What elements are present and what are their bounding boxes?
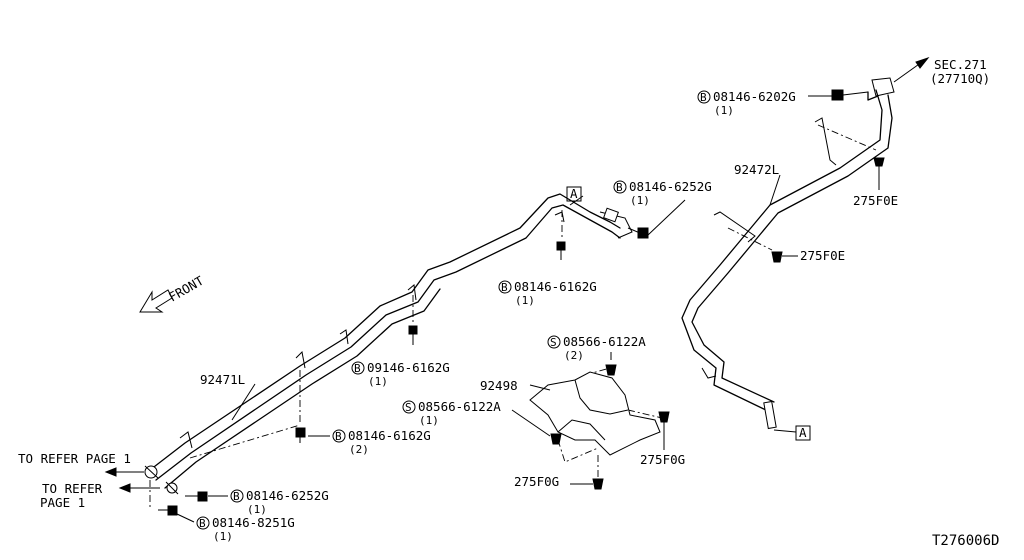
ref-arrows bbox=[104, 467, 160, 493]
center-lines bbox=[149, 124, 877, 510]
front-end-fittings bbox=[144, 465, 179, 495]
fastener-f9: B 08146-8251G (1) bbox=[196, 515, 295, 543]
clip-275f0g-right bbox=[658, 411, 670, 450]
svg-text:08146-6252G: 08146-6252G bbox=[246, 488, 329, 503]
bolt-08146-6252g-right bbox=[627, 199, 686, 239]
svg-text:(1): (1) bbox=[213, 530, 233, 543]
svg-text:(1): (1) bbox=[630, 194, 650, 207]
svg-text:B: B bbox=[616, 181, 623, 194]
svg-text:B: B bbox=[501, 281, 508, 294]
clip-275f0e-upper bbox=[873, 157, 885, 190]
svg-text:B: B bbox=[233, 490, 240, 503]
svg-text:A: A bbox=[570, 186, 578, 201]
svg-text:08146-8251G: 08146-8251G bbox=[212, 515, 295, 530]
heat-shield-92498 bbox=[529, 371, 661, 456]
drawing-id: T276006D bbox=[932, 533, 999, 549]
fastener-f5: B 08146-6162G (2) bbox=[332, 428, 431, 456]
fastener-f7: S 08566-6122A (1) bbox=[402, 399, 501, 427]
front-label: FRONT bbox=[166, 273, 206, 305]
front-arrow-icon bbox=[139, 289, 173, 313]
svg-text:08566-6122A: 08566-6122A bbox=[563, 334, 646, 349]
fastener-f3: B 08146-6162G (1) bbox=[498, 279, 597, 307]
svg-text:(1): (1) bbox=[419, 414, 439, 427]
ref-left-2a: TO REFER bbox=[42, 481, 103, 496]
sec-ref-sub: (27710Q) bbox=[930, 71, 990, 86]
svg-text:(1): (1) bbox=[515, 294, 535, 307]
fastener-f4: B 09146-6162G (1) bbox=[351, 360, 450, 388]
svg-text:S: S bbox=[405, 401, 412, 414]
bolt-09146-6162g bbox=[408, 325, 418, 345]
clip-275f0g-bottom bbox=[570, 478, 604, 490]
svg-text:08146-6162G: 08146-6162G bbox=[348, 428, 431, 443]
svg-text:S: S bbox=[550, 336, 557, 349]
svg-text:(1): (1) bbox=[714, 104, 734, 117]
clip-label-c2: 275F0E bbox=[800, 248, 845, 263]
bolt-08146-6252g-left bbox=[185, 491, 228, 502]
bolt-08146-8251g bbox=[158, 505, 195, 523]
bolt-08146-6202g bbox=[808, 89, 869, 101]
fastener-f1: B 08146-6202G (1) bbox=[697, 89, 796, 117]
svg-text:B: B bbox=[335, 430, 342, 443]
fastener-f2: B 08146-6252G (1) bbox=[613, 179, 712, 207]
pipe-label-rear: 92472L bbox=[734, 162, 779, 177]
view-marker-lower: A bbox=[795, 425, 811, 441]
clip-275f0e-lower bbox=[771, 251, 798, 263]
svg-text:08146-6202G: 08146-6202G bbox=[713, 89, 796, 104]
svg-text:08566-6122A: 08566-6122A bbox=[418, 399, 501, 414]
rear-pipe-92472l bbox=[681, 77, 895, 430]
svg-text:(2): (2) bbox=[564, 349, 584, 362]
screw-08566-6122a-left bbox=[511, 409, 562, 445]
ref-left-2b: PAGE 1 bbox=[40, 495, 85, 510]
fastener-f8: B 08146-6252G (1) bbox=[230, 488, 329, 516]
ref-left-1: TO REFER PAGE 1 bbox=[18, 451, 131, 466]
svg-text:B: B bbox=[354, 362, 361, 375]
svg-text:(1): (1) bbox=[247, 503, 267, 516]
svg-text:(2): (2) bbox=[349, 443, 369, 456]
clip-label-c3: 275F0G bbox=[640, 452, 685, 467]
svg-text:B: B bbox=[199, 517, 206, 530]
screw-08566-6122a-top bbox=[605, 352, 617, 376]
sec-ref: SEC.271 bbox=[934, 57, 987, 72]
sec-arrow bbox=[893, 56, 930, 83]
svg-text:B: B bbox=[700, 91, 707, 104]
bolt-08146-6162g-upper bbox=[556, 241, 566, 260]
front-pipe-92471l bbox=[149, 193, 633, 489]
svg-text:08146-6162G: 08146-6162G bbox=[514, 279, 597, 294]
svg-text:(1): (1) bbox=[368, 375, 388, 388]
pipe-label-front: 92471L bbox=[200, 372, 245, 387]
bolt-08146-6162g-lower bbox=[295, 427, 330, 443]
svg-text:09146-6162G: 09146-6162G bbox=[367, 360, 450, 375]
leader-lines bbox=[231, 174, 797, 433]
svg-text:A: A bbox=[799, 425, 807, 440]
svg-text:08146-6252G: 08146-6252G bbox=[629, 179, 712, 194]
bracket-label: 92498 bbox=[480, 378, 518, 393]
fastener-f6: S 08566-6122A (2) bbox=[547, 334, 646, 362]
clip-label-c4: 275F0G bbox=[514, 474, 559, 489]
clip-label-c1: 275F0E bbox=[853, 193, 898, 208]
view-marker-upper: A bbox=[566, 186, 582, 202]
